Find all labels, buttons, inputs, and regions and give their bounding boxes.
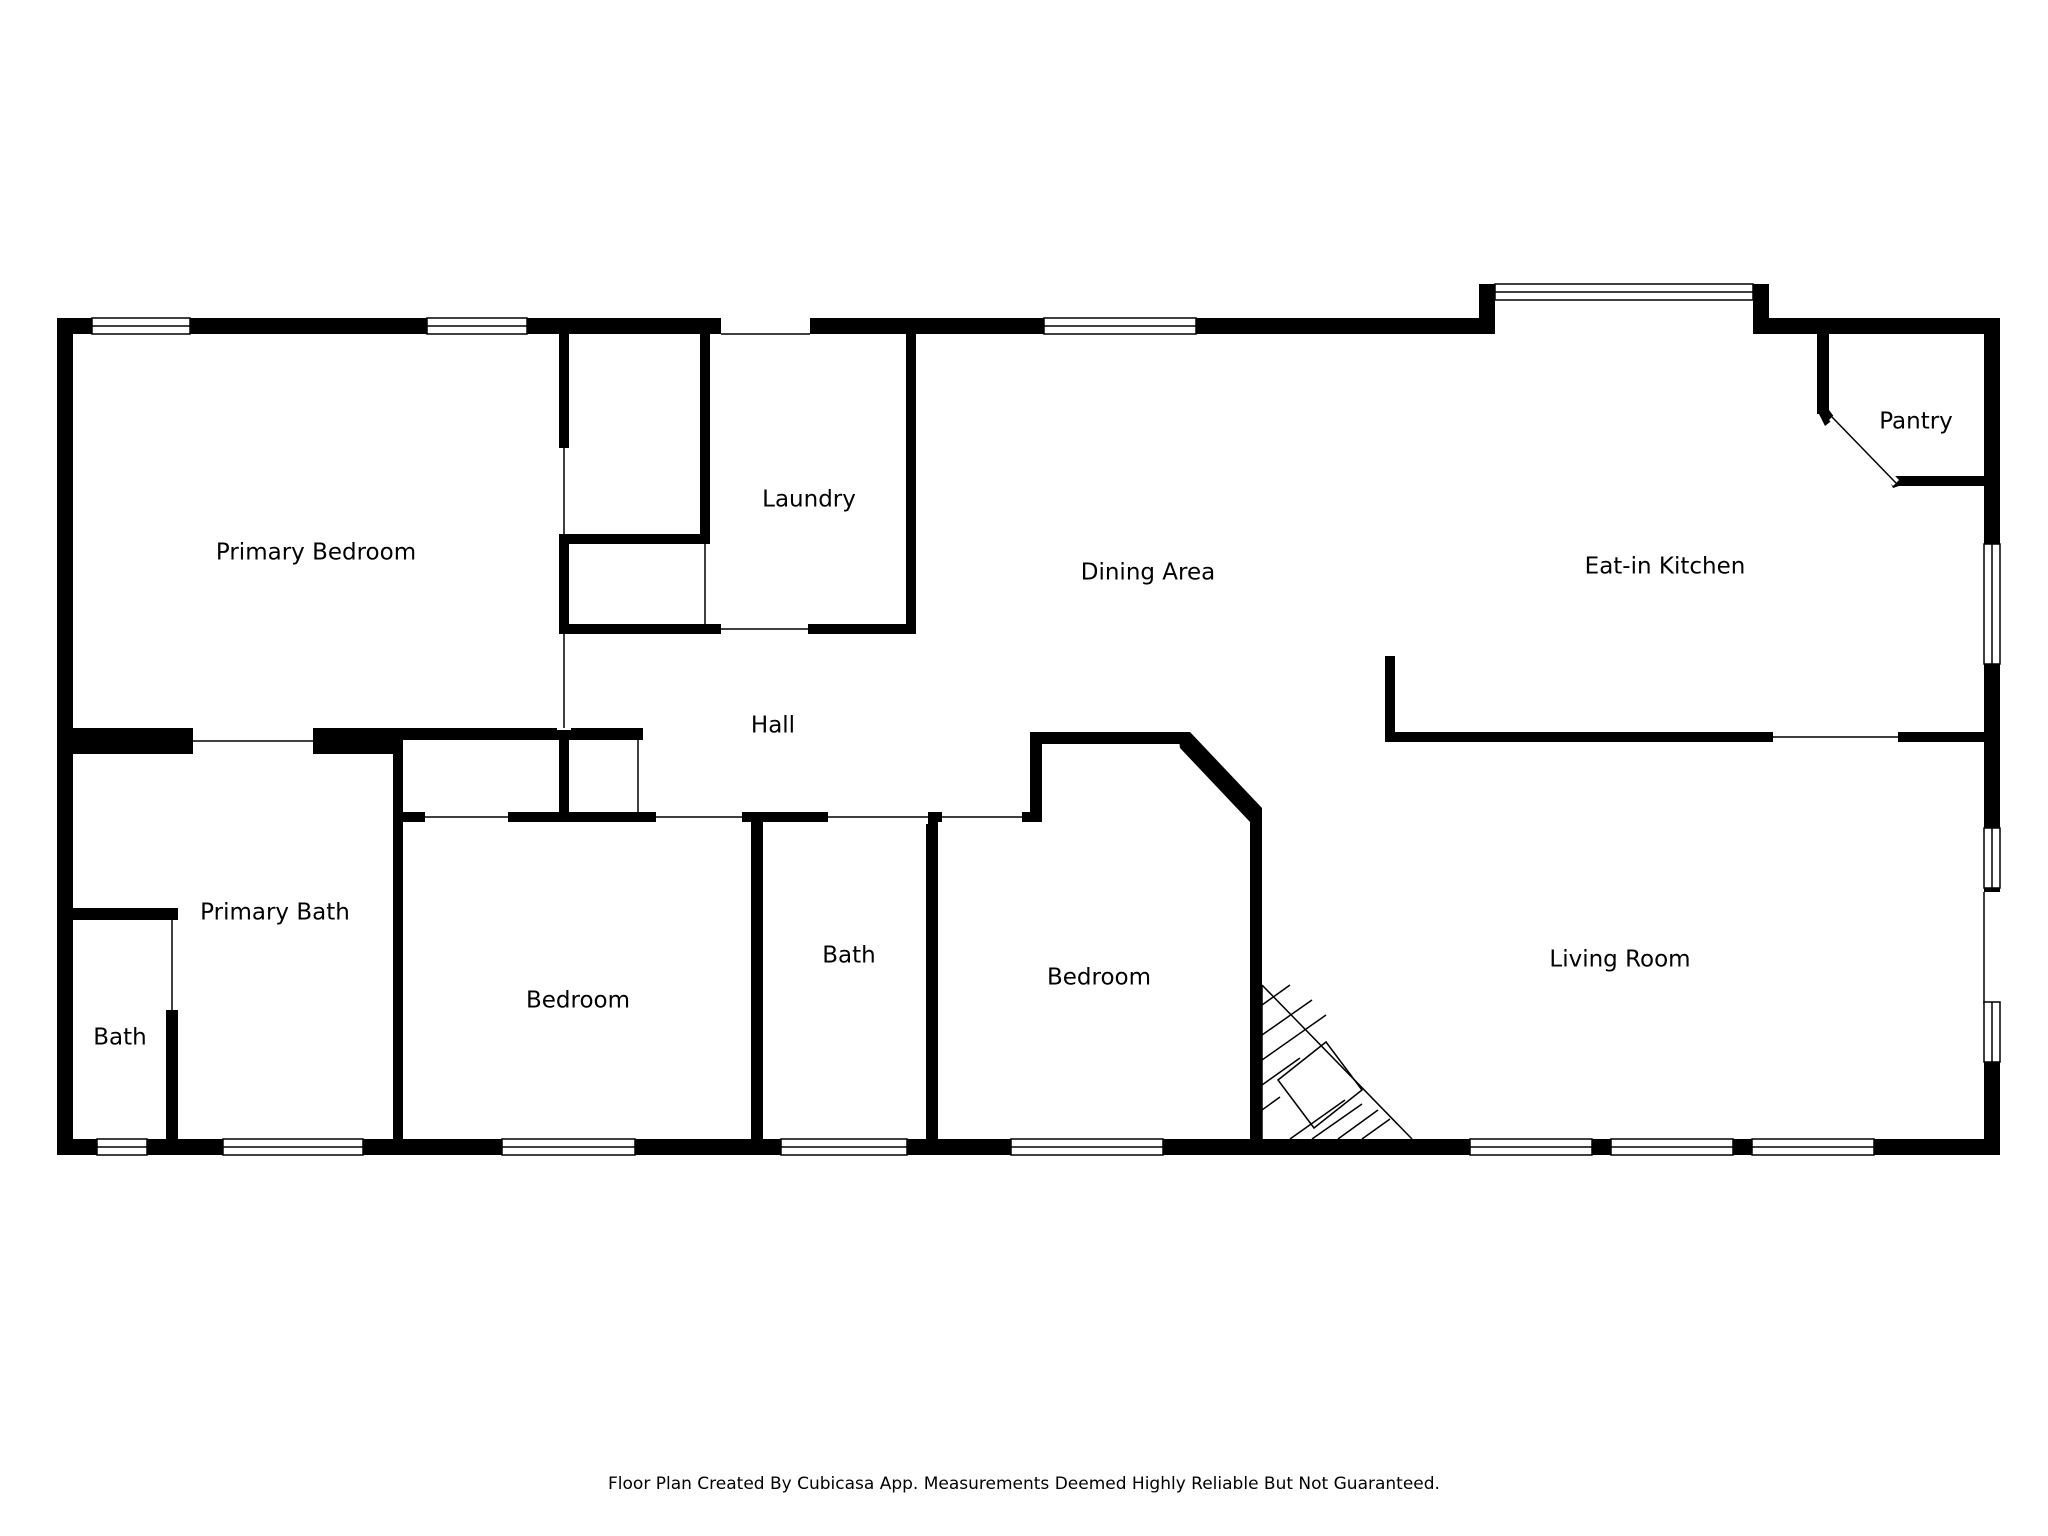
wall-top-right xyxy=(1753,318,2000,334)
wall-bedroom-bath xyxy=(751,812,763,1139)
wall-laundry-left xyxy=(700,334,710,624)
wall-hall-bottom-1 xyxy=(403,812,425,822)
door-laundry-top xyxy=(721,316,810,336)
wall-laundry-right xyxy=(906,334,916,634)
wall-pantry-door-post-left xyxy=(1817,410,1835,426)
label-bath-small: Bath xyxy=(93,1025,146,1051)
door-living-right xyxy=(1982,892,2002,1004)
wall-hall-bottom-3 xyxy=(742,812,828,822)
footer-disclaimer: Floor Plan Created By Cubicasa App. Meas… xyxy=(608,1474,1440,1494)
interior-walls xyxy=(73,334,1984,1139)
exterior-walls xyxy=(57,284,2000,1155)
label-bedroom-left: Bedroom xyxy=(526,988,630,1014)
wall-bedroom2-top xyxy=(1030,732,1190,744)
wall-bed-bath-thick-left xyxy=(73,728,193,754)
wall-hall-top-left xyxy=(403,728,643,740)
label-dining-area: Dining Area xyxy=(1081,560,1216,586)
wall-closet2-left xyxy=(559,740,569,820)
label-hall: Hall xyxy=(751,713,795,739)
wall-bedroom2-right xyxy=(1250,812,1262,1139)
label-living-room: Living Room xyxy=(1549,947,1690,973)
wall-closet-bottom xyxy=(559,624,721,634)
wall-closet-mid-h xyxy=(559,534,709,544)
wall-laundry-bottom-right xyxy=(808,624,916,634)
label-pantry: Pantry xyxy=(1879,409,1953,435)
wall-bath-bedroom xyxy=(926,812,938,1139)
wall-pantry-left xyxy=(1817,334,1829,414)
label-eat-in-kitchen: Eat-in Kitchen xyxy=(1585,554,1746,580)
label-primary-bedroom: Primary Bedroom xyxy=(216,540,416,566)
stairs xyxy=(1261,984,1413,1140)
wall-kitchen-living-right xyxy=(1898,732,1984,742)
openings xyxy=(164,316,2002,1010)
wall-primary-bath-right xyxy=(393,744,403,1139)
wall-bedroom2-diagonal xyxy=(1178,732,1262,822)
wall-kitchen-stub xyxy=(1385,656,1395,742)
wall-bed-bath-thick-right xyxy=(313,728,403,754)
wall-small-bath-top xyxy=(73,908,178,920)
stair-landing xyxy=(1276,1040,1364,1130)
wall-left xyxy=(57,318,73,1155)
wall-bedroom2-top-left xyxy=(1030,732,1042,822)
windows xyxy=(91,283,2001,1156)
label-primary-bath: Primary Bath xyxy=(200,900,350,926)
label-laundry: Laundry xyxy=(762,487,856,513)
wall-top-left xyxy=(57,318,721,334)
label-bath-center: Bath xyxy=(822,943,875,969)
wall-pantry-bottom xyxy=(1895,476,1984,486)
label-bedroom-center: Bedroom xyxy=(1047,965,1151,991)
room-labels: Primary Bedroom Laundry Dining Area Eat-… xyxy=(93,409,1953,1051)
wall-hall-bottom-2 xyxy=(508,812,656,822)
wall-small-bath-right xyxy=(166,1010,178,1139)
wall-kitchen-living-left xyxy=(1385,732,1773,742)
